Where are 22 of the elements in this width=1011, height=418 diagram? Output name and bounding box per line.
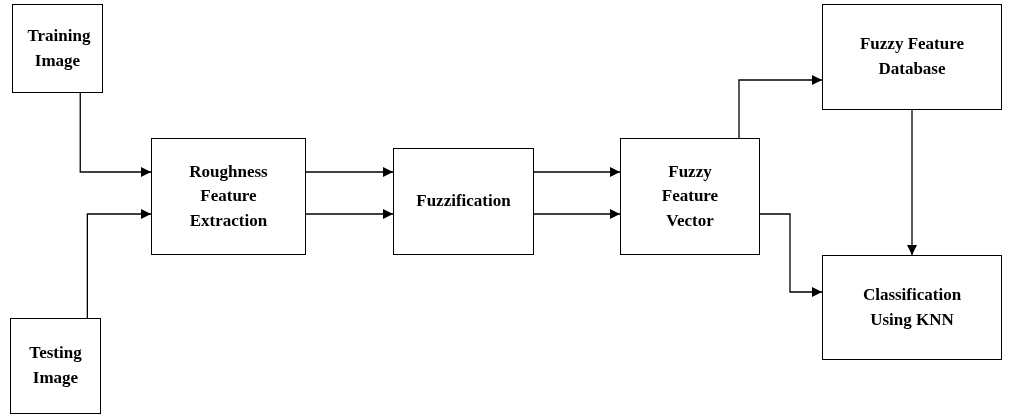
process-box [10, 318, 101, 414]
arrow [305, 167, 394, 177]
arrow [305, 209, 394, 219]
arrow [907, 109, 917, 256]
box-label: Testing Image [28, 342, 83, 389]
process-box [822, 4, 1002, 110]
box-label: Fuzzification [416, 190, 511, 213]
arrow [738, 75, 823, 139]
process-box [12, 4, 103, 93]
box-label: Classification Using KNN [861, 283, 963, 331]
arrow [533, 167, 621, 177]
process-box [151, 138, 306, 255]
process-box [822, 255, 1002, 360]
box-label: Fuzzy Feature Database [859, 33, 965, 80]
arrow [79, 92, 152, 177]
arrow [86, 209, 152, 319]
arrow [533, 209, 621, 219]
process-box [393, 148, 534, 255]
process-box [620, 138, 760, 255]
arrow [759, 213, 823, 297]
box-label: Roughness Feature Extraction [188, 160, 269, 232]
box-label: Fuzzy Feature Vector [660, 160, 720, 232]
